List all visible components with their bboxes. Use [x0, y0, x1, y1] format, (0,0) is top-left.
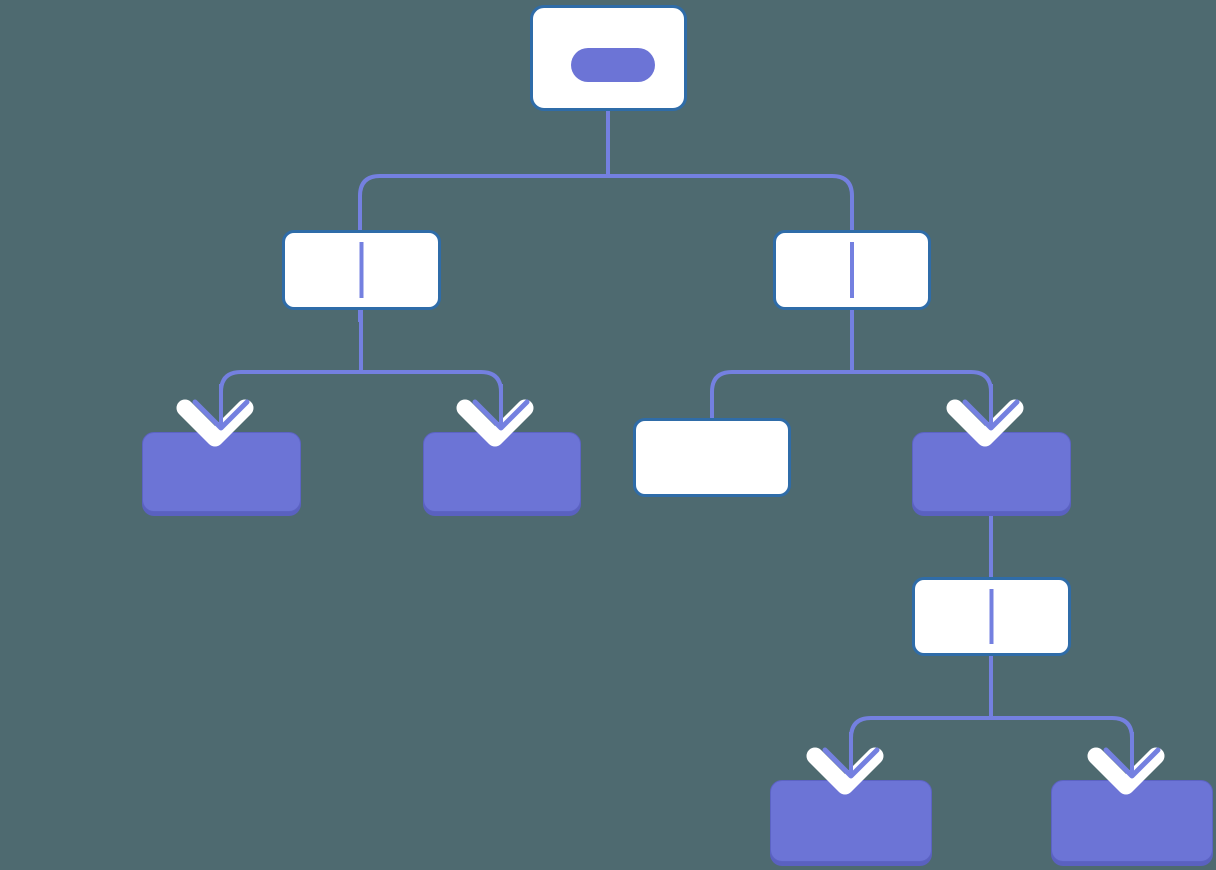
diagram-node-n0[interactable] — [530, 5, 687, 111]
diagram-node-n5[interactable] — [633, 418, 791, 497]
diagram-node-n2[interactable] — [773, 230, 931, 310]
diagram-node-n4[interactable] — [423, 432, 581, 512]
diagram-node-n7[interactable] — [912, 577, 1071, 656]
diagram-node-n3[interactable] — [142, 432, 301, 512]
node-content-pill — [571, 48, 655, 82]
diagram-node-n1[interactable] — [282, 230, 441, 310]
diagram-node-n8[interactable] — [770, 780, 932, 862]
diagram-node-n6[interactable] — [912, 432, 1071, 512]
diagram-node-n9[interactable] — [1051, 780, 1213, 862]
